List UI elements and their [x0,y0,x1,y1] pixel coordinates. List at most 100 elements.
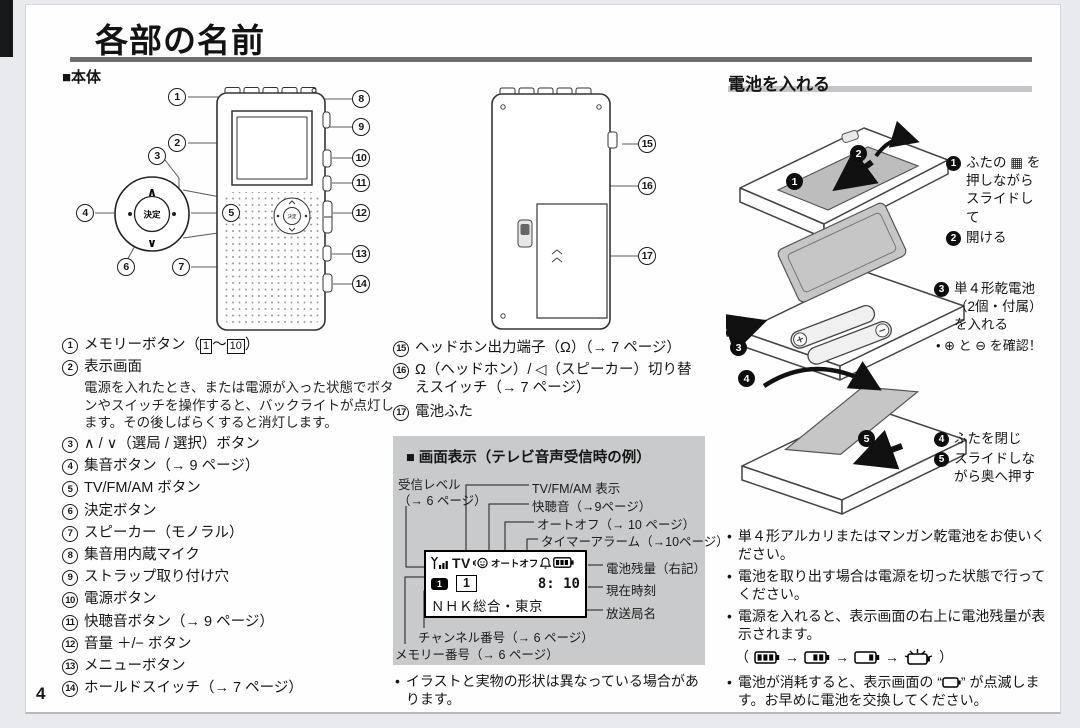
svg-text:∧: ∧ [147,185,157,199]
step-4: 4 ふたを閉じ [934,430,1046,448]
svg-text:∨: ∨ [147,236,157,250]
part-item-2: 2 表示画面 [62,359,394,377]
part-label: 決定ボタン [84,502,157,519]
callout-10: 10 [352,149,370,167]
part-item-1: 1 メモリーボタン（1～10） [62,337,394,355]
step-text-4-5: 4 ふたを閉じ 5 スライドしながら奥へ押す [934,430,1046,489]
part-label: Ω（ヘッドホン）/ ◁（スピーカー）切り替えスイッチ（→ 7 ページ） [415,362,692,396]
part-label: ヘッドホン出力端子（Ω）（→ 7 ページ） [415,340,681,356]
part-label: 表示画面 [84,359,142,376]
callout-11: 11 [352,174,370,192]
battery-full-icon [754,651,780,664]
battery-level-sequence: （ → → → [735,647,1049,668]
battery-low-icon [854,651,880,664]
part-label: TV/FM/AM ボタン [84,480,201,497]
title-rule [70,57,1032,62]
callout-12: 12 [352,204,370,222]
screen-display-box: ■ 画面表示（テレビ音声受信時の例） 受信レベル （→ 6 ページ） TV/FM… [393,436,729,665]
part-label: ∧ / ∨（選局 / 選択）ボタン [84,436,260,453]
clear-sound-icon [472,557,488,568]
lcd-channel-number: 1 [456,574,477,593]
body-section-heading: ■本体 [62,69,102,86]
step-5: 5 スライドしながら奥へ押す [934,450,1046,486]
device-back-art [491,87,639,330]
parts-list-left: 1 メモリーボタン（1～10） 2 表示画面 電源を入れたとき、または電源が入っ… [62,337,394,702]
callout-15: 15 [638,135,656,153]
battery-note-1: • 単４形アルカリまたはマンガン乾電池をお使いください。 [727,528,1046,563]
battery-empty-flashing-icon [904,648,933,665]
signal-strength-icon [431,556,448,569]
callout-3: 3 [148,147,166,165]
battery-note-3: • 電源を入れると、表示画面の右上に電池残量が表示されます。 [727,607,1046,643]
lcd-auto-off-text: オートオフ [490,558,539,570]
part-label: メニューボタン [84,657,186,674]
alarm-bell-icon [540,556,552,569]
part-label: 電池ふた [415,403,473,420]
display-note: • イラストと実物の形状は異なっている場合があります。 [395,673,699,708]
svg-text:決定: 決定 [143,210,161,220]
lcd-middle-row: 1 1 8: 10 [426,573,585,594]
part-item-3: 3∧ / ∨（選局 / 選択）ボタン [62,436,394,454]
device-back-illustration: 15 16 17 [440,86,720,336]
lcd-clock: 8: 10 [537,575,580,592]
step-badge-4: 4 [738,370,755,387]
part-label: ホールドスイッチ（→ 7 ページ） [84,680,303,697]
step-2: 2 開ける [946,229,1046,247]
callout-7: 7 [172,258,190,276]
bullet: • [395,673,400,689]
label-channel: チャンネル番号（→ 6 ページ） [418,631,594,645]
callout-16: 16 [638,177,656,195]
callout-9: 9 [352,118,370,136]
part-label: スピーカー（モノラル） [84,524,244,541]
callout-13: 13 [352,245,370,263]
device-front-illustration: 決定 ∧ ∨ 決定 1 2 3 4 5 6 7 8 9 10 11 12 13 … [62,86,392,336]
part-number: 1 [62,338,78,354]
page-title: 各部の名前 [95,22,265,59]
step-badge-2: 2 [850,145,867,162]
step-badge-1: 1 [786,173,803,190]
memory-1-box: 1 [200,339,213,354]
lcd-band-text: TV [452,554,471,571]
display-heading: ■ 画面表示（テレビ音声受信時の例） [406,450,651,466]
label-battery: 電池残量（右記） [606,562,707,576]
part-label: 集音ボタン（→ 9 ページ） [84,458,260,475]
battery-notes: • 単４形アルカリまたはマンガン乾電池をお使いください。 • 電池を取り出す場合… [727,527,1049,713]
label-signal: 受信レベル [398,478,461,492]
label-band: TV/FM/AM 表示 [532,482,621,496]
step-text-3: 3 単４形乾電池（2個・付属）を入れる • ⊕ と ⊖ を確認！ [934,280,1046,354]
lcd-screen: TV オートオフ [424,550,587,618]
label-timer-alarm: タイマーアラーム（→10ページ） [541,535,729,549]
battery-note-4-text: 電池が消耗すると、表示画面の “” が点滅します。お早めに電池を交換してください… [737,673,1040,709]
callout-14: 14 [352,275,370,293]
lcd-station-name: ＮＨＫ総合・東京 [431,599,543,614]
lcd-battery-icon [553,557,575,568]
label-clear-sound: 快聴音（→9ページ） [532,500,652,514]
polarity-note: • ⊕ と ⊖ を確認！ [936,337,1042,353]
battery-illustrations: 1 2 3 4 5 1 ふたの ▦ を押しながらスライドして 2 開ける 3 単… [720,94,1048,526]
callout-8: 8 [352,90,370,108]
part-label: 快聴音ボタン（→ 9 ページ） [84,613,274,630]
part-2-description: 電源を入れたとき、または電源が入った状態でボタンやスイッチを操作すると、バックラ… [84,380,394,431]
callout-2: 2 [168,134,186,152]
part-label: メモリーボタン（1～10） [84,337,260,354]
battery-empty-inline-icon [942,677,961,688]
step-badge-3: 3 [730,339,747,356]
photo-corner-notch [0,0,13,57]
callout-5: 5 [222,204,240,222]
step-3: 3 単４形乾電池（2個・付属）を入れる [934,280,1046,335]
